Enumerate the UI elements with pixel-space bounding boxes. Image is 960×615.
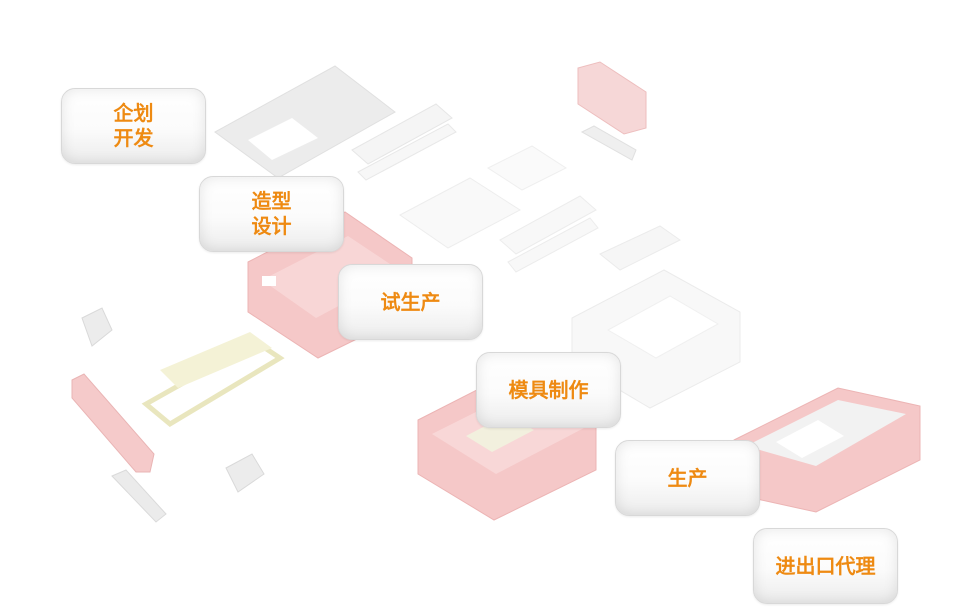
step-planning-development[interactable]: 企划开发 — [61, 88, 206, 164]
step-label: 生产 — [667, 465, 708, 490]
step-import-export-agency[interactable]: 进出口代理 — [753, 528, 898, 604]
flex-cable-part — [141, 332, 285, 428]
step-label: 模具制作 — [508, 377, 589, 402]
circuit-board-part — [399, 145, 599, 273]
red-rail-part — [71, 373, 155, 473]
step-label: 造型设计 — [251, 189, 292, 238]
back-cover-part — [214, 65, 396, 179]
step-label: 试生产 — [380, 289, 441, 314]
red-clip-part — [577, 61, 647, 161]
step-production[interactable]: 生产 — [615, 440, 760, 516]
step-label: 企划开发 — [113, 101, 154, 150]
step-styling-design[interactable]: 造型设计 — [199, 176, 344, 252]
red-case-right — [733, 387, 921, 513]
side-rail-part — [351, 103, 457, 181]
bracket-part — [81, 307, 265, 523]
step-trial-production[interactable]: 试生产 — [338, 264, 483, 340]
step-mold-making[interactable]: 模具制作 — [476, 352, 621, 428]
step-label: 进出口代理 — [775, 553, 876, 578]
